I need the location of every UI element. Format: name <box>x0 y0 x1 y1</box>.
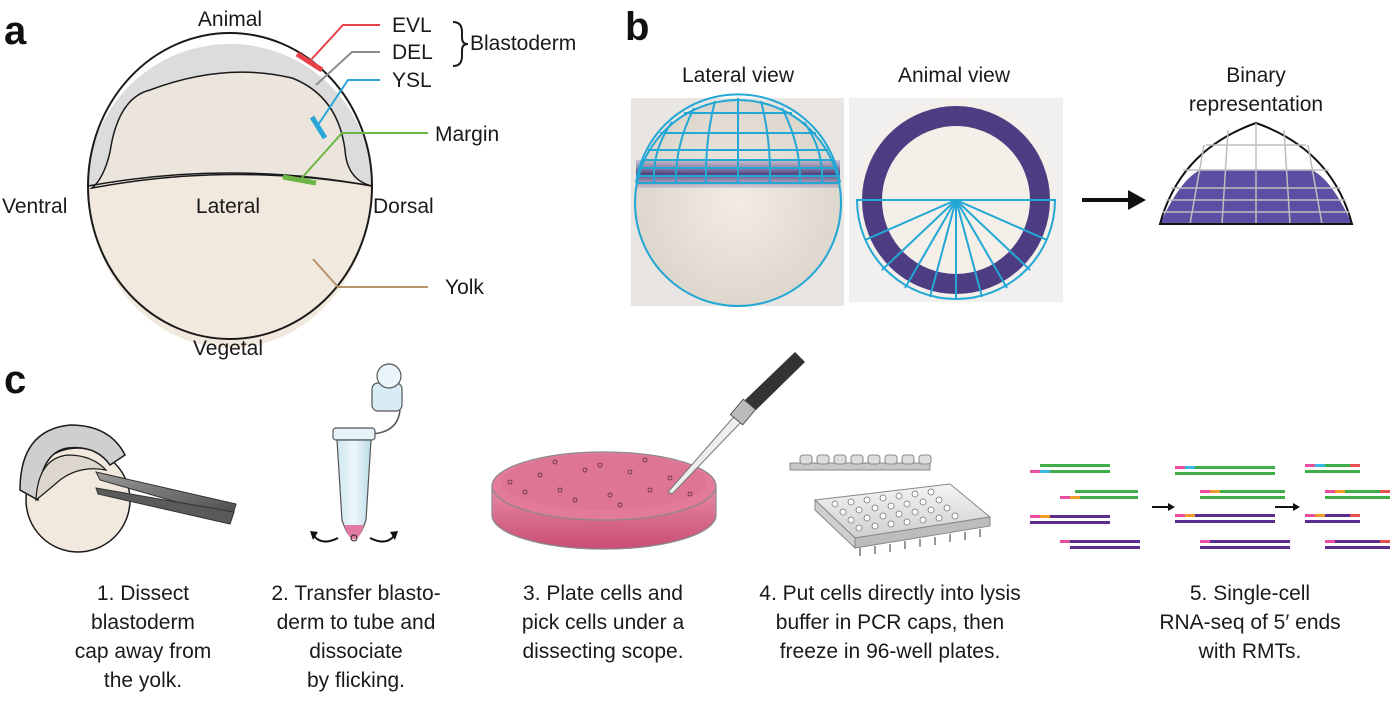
step2-caption-line: derm to tube and <box>277 611 436 634</box>
label-blastoderm: Blastoderm <box>470 32 576 55</box>
binary-representation <box>1158 121 1354 225</box>
label-del: DEL <box>392 41 433 64</box>
step4-illustration <box>789 454 992 556</box>
step1-illustration <box>19 424 237 553</box>
label-ysl: YSL <box>392 69 432 92</box>
flick-arrow-left <box>313 535 339 543</box>
ysl-leader <box>317 79 380 126</box>
animal-view-image <box>849 98 1063 302</box>
margin-marker <box>282 174 317 186</box>
label-lateral: Lateral <box>196 195 260 218</box>
step4-caption-line: freeze in 96-well plates. <box>780 640 1001 663</box>
step2-illustration <box>310 363 403 543</box>
margin-line <box>87 172 373 187</box>
del-leader <box>315 51 380 86</box>
label-lateral-view: Lateral view <box>682 64 795 87</box>
label-vegetal: Vegetal <box>193 337 263 360</box>
animal-grid <box>855 199 1057 300</box>
blastoderm-brace <box>452 21 469 67</box>
step5-caption-line: 5. Single-cell <box>1190 582 1310 605</box>
panel-label-b: b <box>625 5 649 49</box>
lateral-grid <box>634 93 842 307</box>
step3-caption-line: 3. Plate cells and <box>523 582 683 605</box>
step5-caption-line: RNA-seq of 5′ ends <box>1159 611 1340 634</box>
label-animal-view: Animal view <box>898 64 1011 87</box>
ysl-marker <box>309 115 328 140</box>
label-evl: EVL <box>392 14 432 37</box>
panel-label-c: c <box>4 358 26 402</box>
step2-caption-line: by flicking. <box>307 669 405 692</box>
label-dorsal: Dorsal <box>373 195 434 218</box>
evl-leader <box>308 24 380 63</box>
arrow-to-binary <box>1082 190 1146 210</box>
panel-label-a: a <box>4 9 27 53</box>
step5-illustration <box>1030 464 1390 549</box>
lateral-view-image <box>631 93 844 307</box>
label-binary-line2: representation <box>1189 93 1323 116</box>
step4-caption-line: buffer in PCR caps, then <box>776 611 1004 634</box>
yolk-leader <box>312 258 428 288</box>
step-captions: 1. Dissect blastoderm cap away from the yol… <box>75 582 1341 692</box>
step1-caption-line: 1. Dissect <box>97 582 189 605</box>
margin-leader <box>299 132 428 181</box>
label-margin: Margin <box>435 123 499 146</box>
flick-arrow-right <box>369 535 395 543</box>
step2-caption-line: 2. Transfer blasto- <box>271 582 440 605</box>
step1-caption-line: cap away from <box>75 640 212 663</box>
step4-caption-line: 4. Put cells directly into lysis <box>759 582 1020 605</box>
step1-caption-line: the yolk. <box>104 669 182 692</box>
label-yolk: Yolk <box>445 276 484 299</box>
step1-caption-line: blastoderm <box>91 611 195 634</box>
yolk-region <box>88 173 372 348</box>
step2-caption-line: dissociate <box>309 640 402 663</box>
label-binary-line1: Binary <box>1226 64 1286 87</box>
label-animal: Animal <box>198 8 262 31</box>
label-ventral: Ventral <box>2 195 67 218</box>
step3-caption-line: dissecting scope. <box>522 640 683 663</box>
step3-illustration <box>491 352 805 550</box>
step3-caption-line: pick cells under a <box>522 611 685 634</box>
panel-a-embryo-diagram: Animal Vegetal Ventral Dorsal Lateral EV… <box>2 8 576 360</box>
step5-caption-line: with RMTs. <box>1198 640 1302 663</box>
